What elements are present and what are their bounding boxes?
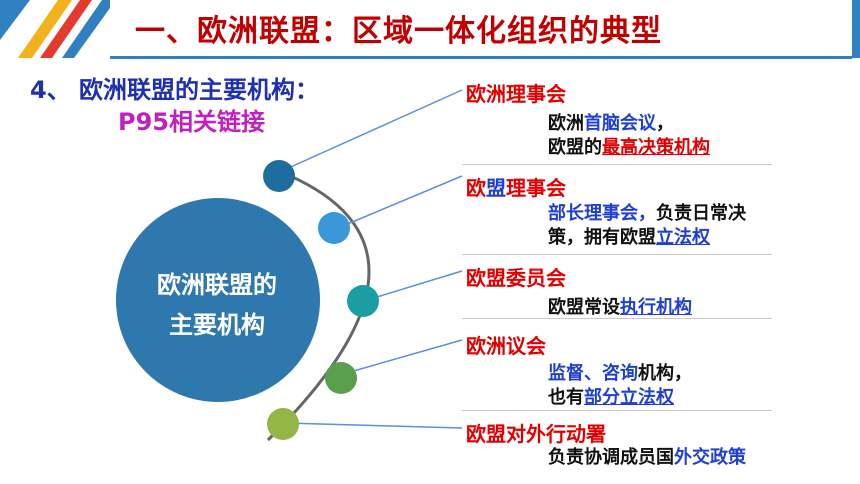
header-underline xyxy=(110,56,852,59)
org-name-text: 欧盟委员会 xyxy=(466,266,566,290)
desc-line: 欧盟常设执行机构 xyxy=(548,296,692,320)
desc-line: 欧洲首脑会议， xyxy=(548,112,710,136)
header-right-bar xyxy=(852,0,860,58)
desc-line: 部长理事会，负责日常决 xyxy=(548,202,746,226)
desc-text: ， xyxy=(638,203,656,224)
desc-line: 负责协调成员国外交政策 xyxy=(548,446,746,470)
node-dot-4 xyxy=(325,362,357,394)
connector-arc xyxy=(266,165,371,442)
desc-text: 欧洲 xyxy=(548,113,584,134)
reference-link: P95相关链接 xyxy=(118,108,265,136)
org-desc-european-council: 欧洲首脑会议， 欧盟的最高决策机构 xyxy=(548,112,710,160)
center-label: 欧洲联盟的 主要机构 xyxy=(128,265,306,345)
org-desc-european-parliament: 监督、咨询机构， 也有部分立法权 xyxy=(548,362,692,410)
org-name-text: 盟 xyxy=(486,176,506,200)
desc-highlight: 执行机构 xyxy=(620,297,692,318)
desc-text: ， xyxy=(656,113,674,134)
org-name-european-commission: 欧盟委员会 xyxy=(466,262,566,291)
desc-text: 负责协调成员国 xyxy=(548,447,674,468)
desc-text: 机构， xyxy=(638,363,692,384)
org-box-4 xyxy=(462,350,772,411)
org-desc-council-of-eu: 部长理事会，负责日常决 策，拥有欧盟立法权 xyxy=(548,202,746,250)
desc-highlight: 外交政策 xyxy=(674,447,746,468)
node-dot-2 xyxy=(318,212,350,244)
desc-line: 监督、咨询机构， xyxy=(548,362,692,386)
decorative-stripes xyxy=(0,0,110,58)
section-subtitle: 4、 欧洲联盟的主要机构： xyxy=(30,76,320,104)
org-name-text: 理事会 xyxy=(506,176,566,200)
desc-highlight: 最高决策机构 xyxy=(602,137,710,158)
node-dot-5 xyxy=(267,408,299,440)
org-name-european-council: 欧洲理事会 xyxy=(466,78,566,107)
org-name-text: 欧洲理事会 xyxy=(466,82,566,106)
desc-highlight: 部分立法权 xyxy=(584,387,674,408)
slide-title: 一、欧洲联盟：区域一体化组织的典型 xyxy=(135,14,662,49)
center-circle xyxy=(116,198,320,402)
slide-header: 一、欧洲联盟：区域一体化组织的典型 xyxy=(0,0,860,59)
desc-highlight: 部长理事会 xyxy=(548,203,638,224)
node-dot-3 xyxy=(347,285,379,317)
connector-line-4 xyxy=(342,339,463,375)
desc-highlight: 监督、咨询 xyxy=(548,363,638,384)
connector-line-3 xyxy=(366,270,463,301)
desc-text: 策，拥有欧盟 xyxy=(548,227,656,248)
desc-highlight: 立法权 xyxy=(656,227,710,248)
center-label-line-1: 欧洲联盟的 xyxy=(157,271,277,299)
desc-line: 也有部分立法权 xyxy=(548,386,692,410)
org-box-3 xyxy=(462,282,772,319)
desc-highlight: 首脑会议 xyxy=(584,113,656,134)
desc-line: 策，拥有欧盟立法权 xyxy=(548,226,746,250)
org-box-2 xyxy=(462,192,772,255)
org-desc-european-commission: 欧盟常设执行机构 xyxy=(548,296,692,320)
org-name-text: 欧 xyxy=(466,176,486,200)
desc-text: 也有 xyxy=(548,387,584,408)
desc-text: 负责日常决 xyxy=(656,203,746,224)
org-name-eeas: 欧盟对外行动署 xyxy=(466,418,606,447)
org-box-1 xyxy=(462,98,772,165)
org-name-text: 欧盟对外行动署 xyxy=(466,422,606,446)
org-name-council-of-eu: 欧盟理事会 xyxy=(466,172,566,201)
connector-line-2 xyxy=(337,175,463,229)
connector-line-5 xyxy=(284,422,463,429)
desc-text: 欧盟的 xyxy=(548,137,602,158)
desc-text: 欧盟常设 xyxy=(548,297,620,318)
node-dot-1 xyxy=(263,160,295,192)
desc-line: 欧盟的最高决策机构 xyxy=(548,136,710,160)
org-name-text: 欧洲议会 xyxy=(466,334,546,358)
org-desc-eeas: 负责协调成员国外交政策 xyxy=(548,446,746,470)
org-name-european-parliament: 欧洲议会 xyxy=(466,330,546,359)
center-label-line-2: 主要机构 xyxy=(169,311,265,339)
connector-line-1 xyxy=(283,89,463,171)
